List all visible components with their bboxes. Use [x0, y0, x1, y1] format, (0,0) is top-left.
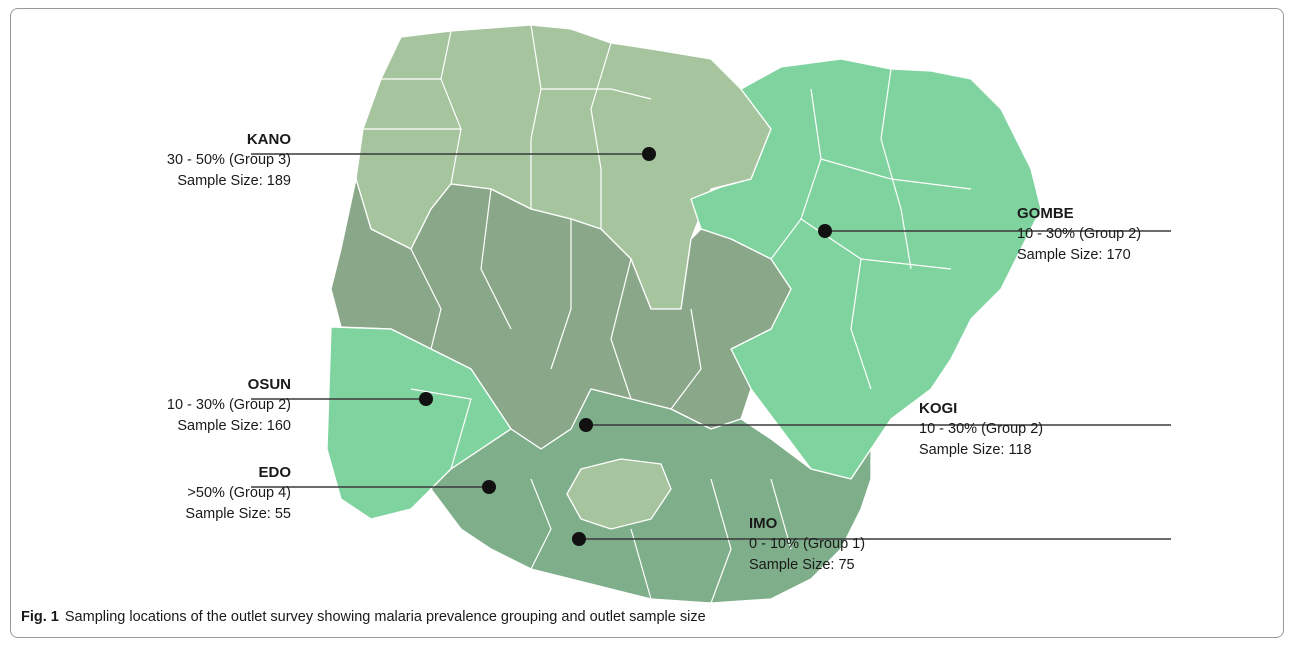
imo-label: IMO 0 - 10% (Group 1) Sample Size: 75 [749, 513, 989, 576]
osun-name: OSUN [247, 376, 291, 393]
kano-prevalence: 30 - 50% (Group 3) [166, 152, 291, 168]
edo-label: EDO >50% (Group 4) Sample Size: 55 [71, 462, 291, 525]
gombe-name: GOMBE [1017, 205, 1074, 222]
osun-prevalence: 10 - 30% (Group 2) [166, 397, 291, 413]
kano-marker [642, 147, 656, 161]
kogi-prevalence: 10 - 30% (Group 2) [919, 421, 1044, 437]
kogi-name: KOGI [919, 400, 958, 417]
figure-frame: KANO 30 - 50% (Group 3) Sample Size: 189… [10, 8, 1284, 638]
gombe-label: GOMBE 10 - 30% (Group 2) Sample Size: 17… [1017, 203, 1257, 266]
gombe-marker [818, 224, 832, 238]
kogi-marker [579, 418, 593, 432]
kano-label: KANO 30 - 50% (Group 3) Sample Size: 189 [71, 129, 291, 192]
figure-caption: Fig. 1 Sampling locations of the outlet s… [21, 609, 706, 625]
gombe-sample: Sample Size: 170 [1017, 247, 1131, 263]
imo-name: IMO [749, 515, 778, 532]
imo-sample: Sample Size: 75 [749, 557, 855, 573]
kogi-sample: Sample Size: 118 [919, 442, 1032, 458]
osun-marker [419, 392, 433, 406]
edo-name: EDO [258, 464, 291, 481]
kogi-label: KOGI 10 - 30% (Group 2) Sample Size: 118 [919, 398, 1159, 461]
edo-sample: Sample Size: 55 [185, 506, 291, 522]
imo-marker [572, 532, 586, 546]
osun-label: OSUN 10 - 30% (Group 2) Sample Size: 160 [71, 374, 291, 437]
edo-prevalence: >50% (Group 4) [187, 485, 291, 501]
edo-marker [482, 480, 496, 494]
osun-sample: Sample Size: 160 [177, 418, 291, 434]
caption-text: Sampling locations of the outlet survey … [64, 609, 706, 625]
region-southeast [566, 458, 672, 530]
imo-prevalence: 0 - 10% (Group 1) [749, 536, 866, 552]
gombe-prevalence: 10 - 30% (Group 2) [1017, 226, 1142, 242]
kano-sample: Sample Size: 189 [177, 173, 291, 189]
kano-name: KANO [246, 131, 291, 148]
nigeria-map [251, 24, 1171, 604]
caption-label: Fig. 1 [21, 609, 59, 625]
